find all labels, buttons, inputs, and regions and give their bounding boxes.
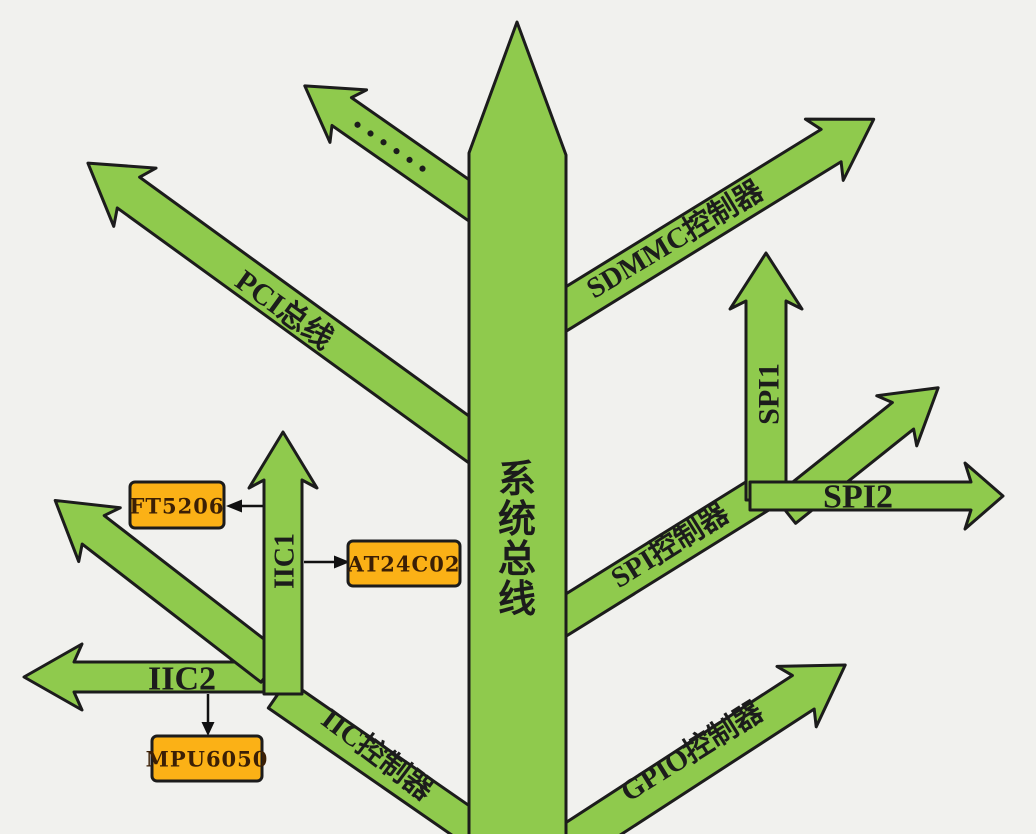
spi1-arrow — [728, 251, 804, 502]
at24c02-chip-label: AT24C02 — [347, 552, 461, 577]
more-buses-ellipsis: ······ — [340, 104, 441, 191]
iic-controller-bar — [266, 678, 498, 834]
iic1-arrow — [247, 430, 319, 696]
spi2-label: SPI2 — [823, 479, 893, 516]
spi-controller-label: SPI控制器 — [605, 496, 735, 595]
spi2-arrow — [748, 461, 1005, 531]
pci-bus-arrow — [86, 161, 513, 479]
mpu6050-connector-arrowhead-icon — [201, 722, 215, 736]
sdmmc-controller-arrow — [528, 117, 876, 343]
sdmmc-controller-label: SDMMC控制器 — [581, 173, 770, 305]
ft5206-chip-label: FT5206 — [130, 494, 225, 519]
gpio-controller-arrow — [532, 663, 847, 834]
system-bus-label-char-1: 系 — [498, 459, 536, 501]
system-bus-label-char-3: 总 — [498, 539, 536, 581]
iic1-label: IIC1 — [270, 533, 301, 589]
system-bus-label: 系 统 总 线 — [498, 459, 536, 621]
at24c02-connector-arrowhead-icon — [334, 555, 350, 569]
ft5206-connector-arrowhead-icon — [226, 499, 242, 513]
iic2-label: IIC2 — [148, 661, 216, 698]
spi1-label: SPI1 — [753, 363, 786, 425]
system-bus-label-char-4: 线 — [498, 579, 536, 621]
iic-unlabeled-arrow — [53, 498, 285, 684]
system-bus-arrow — [467, 20, 568, 834]
ft5206-chip — [128, 480, 226, 530]
mpu6050-chip — [150, 734, 264, 783]
mpu6050-chip-label: MPU6050 — [146, 747, 269, 772]
at24c02-chip — [346, 539, 462, 588]
system-bus-label-char-2: 统 — [498, 499, 536, 541]
